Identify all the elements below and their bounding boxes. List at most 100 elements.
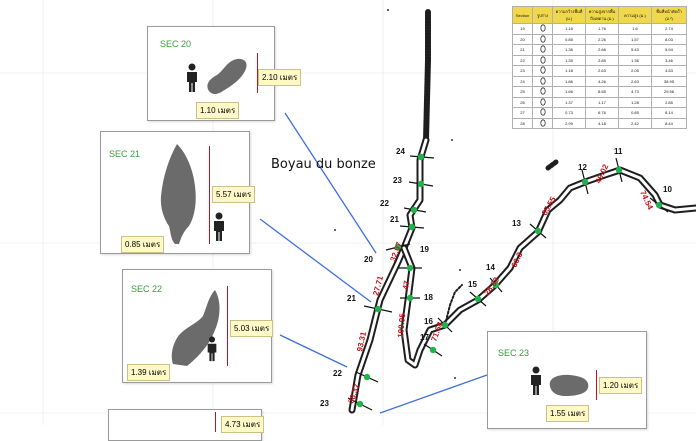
table-cell: 20 <box>512 33 533 45</box>
table-cell: 1.76 <box>585 23 619 35</box>
shape-thumbnail-icon <box>539 56 546 64</box>
table-cell: 5.43 <box>618 44 652 56</box>
table-cell: 0.85 <box>618 107 652 119</box>
height-dimension-line <box>257 53 258 93</box>
table-header: ความสูงจากพื้นถึงเพดาน (ม.) <box>585 6 619 24</box>
table-cell: 24 <box>512 75 533 87</box>
distance-label: 47 <box>401 279 412 290</box>
table-cell: 2.05 <box>618 65 652 77</box>
shape-thumbnail-icon <box>539 119 546 127</box>
station-point <box>374 305 382 313</box>
table-cell: 1.6 <box>618 23 652 35</box>
leader-sec21 <box>259 218 372 303</box>
table-cell: 1.18 <box>552 65 586 77</box>
table-cell: 22 <box>512 54 533 66</box>
station-label: 16 <box>424 317 433 326</box>
station-label: 14 <box>486 263 495 272</box>
person-icon <box>187 63 197 92</box>
shape-thumbnail-cell <box>532 107 553 119</box>
table-cell: 1.36 <box>552 44 586 56</box>
table-cell: 28 <box>512 117 533 129</box>
table-cell: 8.44 <box>651 117 687 129</box>
distance-label: 93.31 <box>355 330 368 352</box>
table-cell: 26 <box>512 96 533 108</box>
width-dimension: 0.85 เมตร <box>121 236 165 253</box>
table-header-row: Section รูปร่าง ความกว้างพื้นที่ (ม.) คว… <box>512 6 687 24</box>
table-header: ความกว้างพื้นที่ (ม.) <box>552 6 586 24</box>
table-cell: 1.37 <box>552 96 586 108</box>
station-label: 21 <box>347 294 356 303</box>
height-dimension-line <box>209 146 210 244</box>
person-icon <box>214 212 224 241</box>
station-point <box>581 178 589 186</box>
table-cell: 2.63 <box>585 65 619 77</box>
station-point <box>363 373 371 381</box>
shape-thumbnail-cell <box>532 54 553 66</box>
table-cell: 1.36 <box>618 54 652 66</box>
section-title: SEC 21 <box>109 149 141 159</box>
station-point <box>410 206 418 214</box>
shape-thumbnail-icon <box>539 77 546 85</box>
person-icon <box>207 336 217 362</box>
shape-thumbnail-cell <box>532 117 553 129</box>
shape-thumbnail-cell <box>532 96 553 108</box>
station-label: 19 <box>420 245 429 254</box>
table-cell: 1.66 <box>552 86 586 98</box>
shape-thumbnail-icon <box>539 66 546 74</box>
shape-thumbnail-cell <box>532 65 553 77</box>
table-cell: 1.35 <box>552 54 586 66</box>
table-cell: 8.55 <box>585 86 619 98</box>
shape-thumbnail-icon <box>539 24 546 32</box>
table-cell: 1.17 <box>585 96 619 108</box>
section-panel-22: SEC 22 5.03 เมตร 1.39 เมตร <box>122 269 274 383</box>
shape-thumbnail-cell <box>532 44 553 56</box>
survey-stations <box>356 153 663 408</box>
table-cell: 4.18 <box>585 117 619 129</box>
shape-thumbnail-icon <box>539 35 546 43</box>
shape-thumbnail-icon <box>539 87 546 95</box>
leader-sec20 <box>284 112 377 254</box>
station-label: 23 <box>393 176 402 185</box>
shape-thumbnail-cell <box>532 23 553 35</box>
height-dimension-line <box>596 370 597 400</box>
station-point <box>615 166 623 174</box>
width-dimension: 1.39 เมตร <box>127 364 171 381</box>
station-point <box>417 153 425 161</box>
station-label: 18 <box>424 293 433 302</box>
table-cell: 2.26 <box>585 33 619 45</box>
section-title: SEC 23 <box>498 348 530 358</box>
section-title: SEC 20 <box>160 39 192 49</box>
table-cell: 0.85 <box>552 33 586 45</box>
station-point <box>534 227 542 235</box>
table-cell: 4.53 <box>651 65 687 77</box>
station-label: 12 <box>578 163 587 172</box>
table-cell: 6.76 <box>585 107 619 119</box>
section-title: SEC 22 <box>131 284 163 294</box>
station-label: 23 <box>320 399 329 408</box>
table-cell: 1.86 <box>552 75 586 87</box>
table-cell: 19 <box>512 23 533 35</box>
section-data-table: Section รูปร่าง ความกว้างพื้นที่ (ม.) คว… <box>512 6 687 129</box>
shape-thumbnail-cell <box>532 33 553 45</box>
table-cell: 4.26 <box>585 75 619 87</box>
station-label: 22 <box>333 369 342 378</box>
station-point <box>406 294 414 302</box>
cave-cross-section-shape <box>160 144 196 244</box>
cave-cross-section-shape <box>207 58 247 94</box>
table-cell: 3.46 <box>651 54 687 66</box>
section-panel-20: SEC 20 2.10 เมตร 1.10 เมตร <box>147 26 302 121</box>
table-header: Section <box>512 6 533 24</box>
table-cell: 1.57 <box>618 33 652 45</box>
table-header: รูปร่าง <box>532 6 553 24</box>
height-dimension: 1.20 เมตร <box>599 377 643 394</box>
cave-cross-section-shape <box>171 290 220 366</box>
station-label: 10 <box>663 185 672 194</box>
station-point <box>429 346 437 354</box>
